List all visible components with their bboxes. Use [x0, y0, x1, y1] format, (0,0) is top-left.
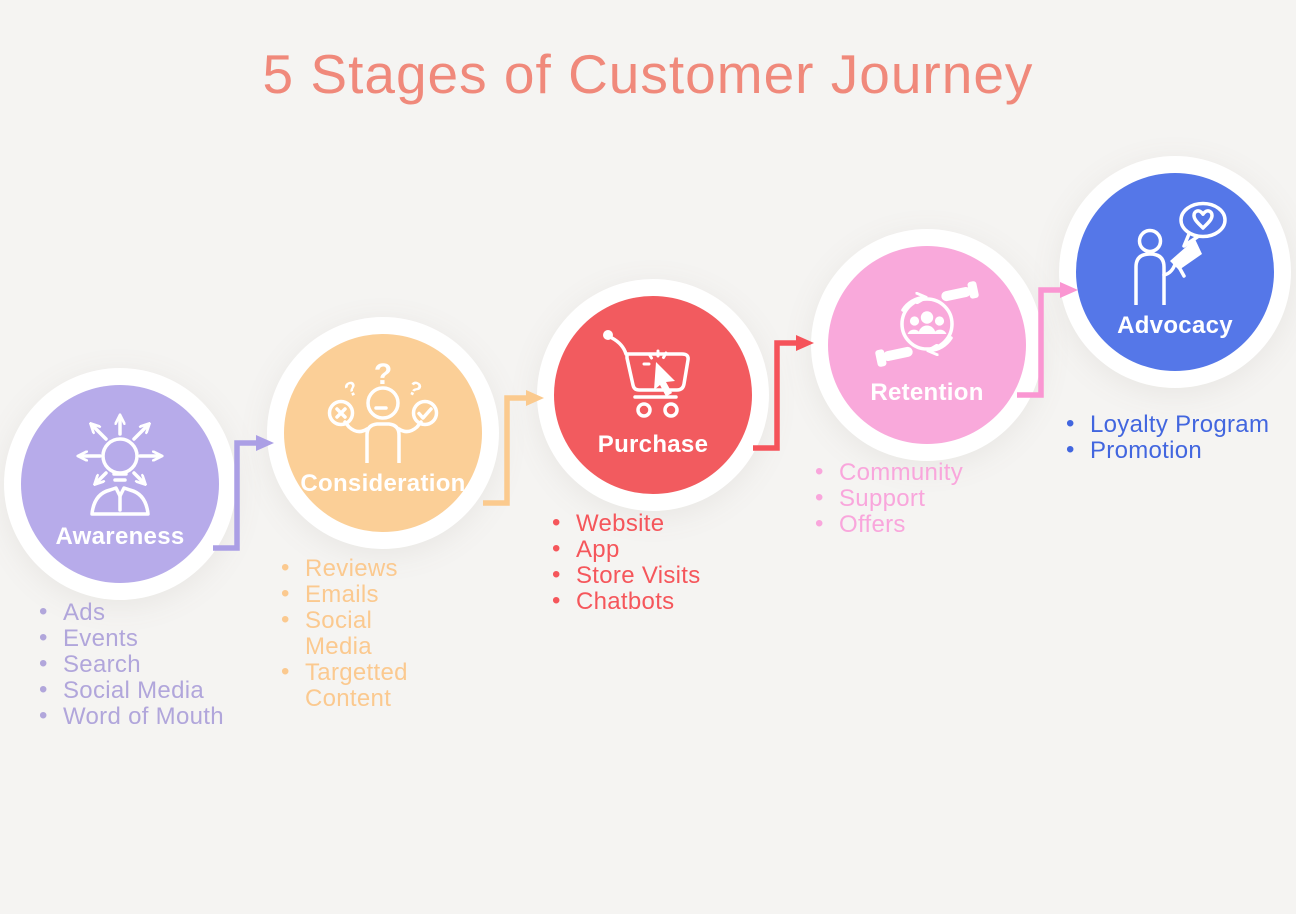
stage-circle-retention: Retention	[811, 229, 1043, 461]
stage-label-advocacy: Advocacy	[1117, 311, 1233, 339]
list-item: Loyalty Program	[1063, 411, 1296, 438]
list-item: Website	[549, 510, 769, 537]
svg-text:?: ?	[341, 377, 361, 402]
list-item: Search	[36, 651, 266, 678]
list-item: Community	[812, 459, 1032, 486]
page-title: 5 Stages of Customer Journey	[262, 43, 1034, 105]
list-item: Store Visits	[549, 562, 769, 589]
decision-person-icon: ? ? ?	[327, 361, 439, 463]
idea-person-icon	[58, 410, 182, 516]
list-item: Ads	[36, 599, 266, 626]
svg-text:?: ?	[404, 377, 424, 402]
stage-circle-consideration: ? ? ? Consideration	[267, 317, 499, 549]
care-people-icon	[875, 280, 979, 367]
svg-text:?: ?	[374, 361, 392, 391]
stage-items-purchase: Website App Store Visits Chatbots	[549, 510, 769, 615]
list-item: Emails	[278, 581, 438, 608]
list-item: Social Media	[36, 677, 266, 704]
arrow-retention-to-advocacy	[1017, 282, 1078, 398]
stage-items-consideration: Reviews Emails Social Media Targetted Co…	[278, 555, 438, 712]
stage-label-purchase: Purchase	[597, 430, 709, 458]
stage-label-awareness: Awareness	[55, 522, 185, 550]
list-item: Offers	[812, 511, 1032, 538]
stage-circle-purchase: Purchase	[537, 279, 769, 511]
stage-items-advocacy: Loyalty Program Promotion	[1063, 411, 1296, 464]
arrow-consideration-to-purchase	[483, 390, 544, 506]
megaphone-heart-icon	[1134, 201, 1227, 305]
list-item: Social Media	[278, 607, 438, 660]
stage-items-retention: Community Support Offers	[812, 459, 1032, 538]
stage-label-consideration: Consideration	[300, 469, 466, 497]
list-item: Targetted Content	[278, 659, 438, 712]
stage-circle-advocacy: Advocacy	[1059, 156, 1291, 388]
list-item: Support	[812, 485, 1032, 512]
list-item: Chatbots	[549, 588, 769, 615]
list-item: Reviews	[278, 555, 438, 582]
list-item: Word of Mouth	[36, 703, 266, 730]
list-item: Promotion	[1063, 437, 1296, 464]
stage-items-awareness: Ads Events Search Social Media Word of M…	[36, 599, 266, 730]
arrow-awareness-to-consideration	[213, 435, 274, 551]
stage-circle-awareness: Awareness	[4, 368, 236, 600]
arrow-purchase-to-retention	[753, 335, 814, 451]
list-item: Events	[36, 625, 266, 652]
cart-click-icon	[603, 329, 690, 418]
stage-label-retention: Retention	[870, 378, 984, 406]
list-item: App	[549, 536, 769, 563]
